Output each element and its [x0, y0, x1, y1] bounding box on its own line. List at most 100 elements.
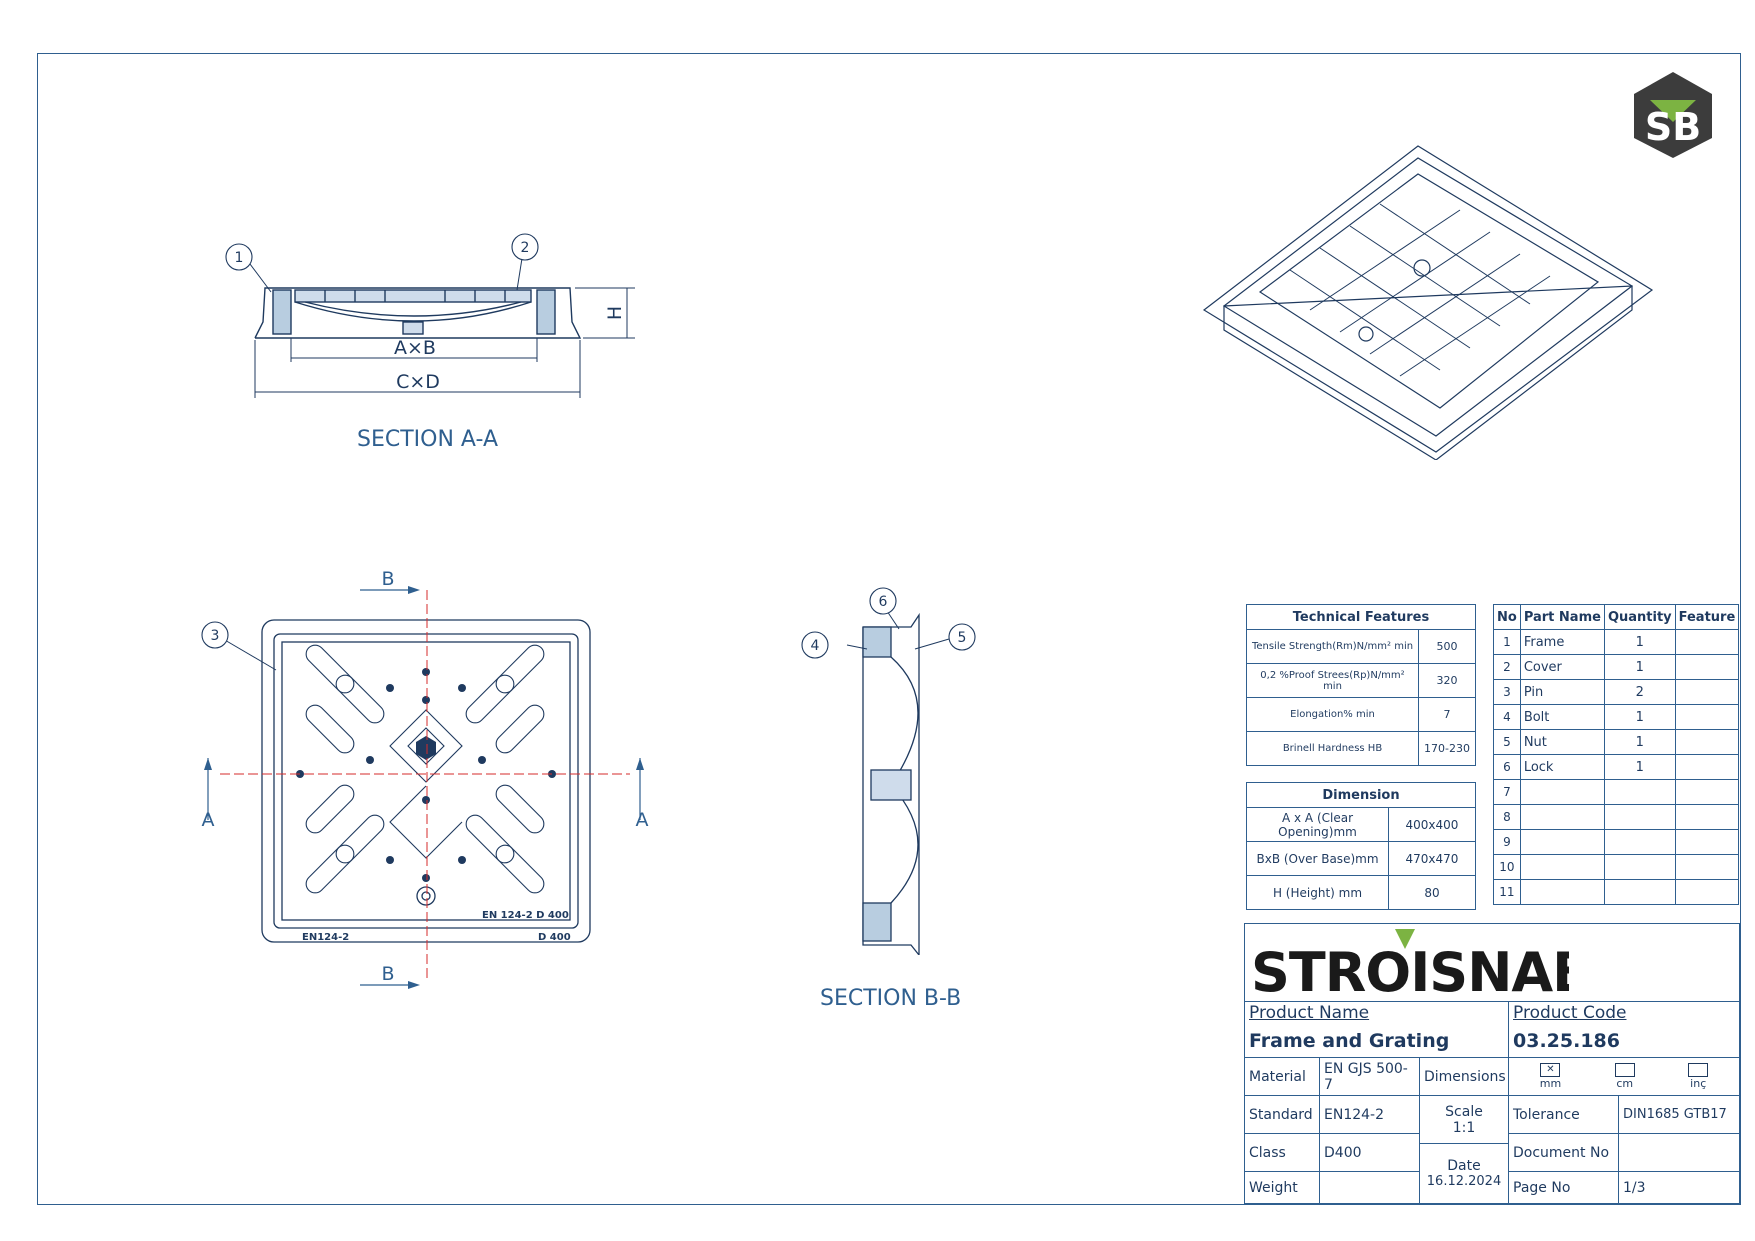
pl-qty: 1 [1603, 629, 1676, 655]
dimension-title: Dimension [1246, 782, 1476, 808]
pl-no: 1 [1493, 629, 1521, 655]
pl-qty: 1 [1603, 729, 1676, 755]
page-no-value: 1/3 [1619, 1172, 1740, 1204]
pl-qty: 1 [1603, 654, 1676, 680]
dim-axb-label: A×B [394, 337, 436, 359]
pl-name: Pin [1519, 679, 1605, 705]
tf-label: Elongation% min [1246, 697, 1419, 732]
pl-qty [1603, 879, 1676, 905]
balloon-2: 2 [521, 240, 530, 256]
pl-no: 5 [1493, 729, 1521, 755]
table-row: 11 [1493, 879, 1740, 905]
pl-feature [1674, 829, 1740, 855]
sb-logo-icon: SB [1634, 72, 1712, 158]
section-a-a-title: SECTION A-A [357, 427, 498, 452]
unit-mm: ✕mm [1540, 1063, 1561, 1090]
class-value: D400 [1320, 1134, 1420, 1172]
product-code-label: Product Code [1509, 1002, 1740, 1024]
drawing-border [37, 53, 1741, 1205]
unit-selector: ✕mm cm inç [1509, 1058, 1740, 1096]
technical-features-title: Technical Features [1246, 604, 1476, 630]
pl-header-name: Part Name [1519, 604, 1605, 630]
table-row: 10 [1493, 854, 1740, 880]
pl-qty: 2 [1603, 679, 1676, 705]
section-a-a-drawing: A×B C×D H 1 2 [225, 233, 635, 398]
pl-qty [1603, 804, 1676, 830]
pl-name [1519, 829, 1605, 855]
pl-header-no: No [1493, 604, 1521, 630]
pl-qty [1603, 854, 1676, 880]
title-block: STROISNAB Product Name Frame and Grating… [1244, 923, 1741, 1205]
dimensions-label: Dimensions [1420, 1058, 1509, 1096]
marking-cover: EN 124-2 D 400 [482, 910, 569, 921]
marking-standard: EN124-2 [302, 932, 349, 943]
balloon-1: 1 [235, 250, 244, 266]
cut-a-left-label: A [202, 809, 215, 831]
pl-feature [1674, 704, 1740, 730]
pl-no: 6 [1493, 754, 1521, 780]
pl-name [1519, 804, 1605, 830]
dim-label: BxB (Over Base)mm [1246, 841, 1389, 876]
tf-label: 0,2 %Proof Strees(Rp)N/mm² min [1246, 663, 1419, 698]
material-value: EN GJS 500-7 [1320, 1058, 1420, 1096]
pl-feature [1674, 854, 1740, 880]
pl-feature [1674, 879, 1740, 905]
balloon-4: 4 [811, 638, 820, 654]
isometric-view-drawing [1202, 145, 1654, 460]
balloon-5: 5 [958, 630, 967, 646]
page-no-label: Page No [1509, 1172, 1619, 1204]
standard-label: Standard [1245, 1096, 1320, 1134]
pl-feature [1674, 629, 1740, 655]
tf-label: Brinell Hardness HB [1246, 731, 1419, 766]
document-no-label: Document No [1509, 1134, 1619, 1172]
unit-cm-label: cm [1616, 1077, 1634, 1090]
section-b-b-title: SECTION B-B [820, 986, 962, 1011]
material-label: Material [1245, 1058, 1320, 1096]
balloon-6: 6 [879, 594, 888, 610]
tf-label: Tensile Strength(Rm)N/mm² min [1246, 629, 1419, 664]
dim-label: A x A (Clear Opening)mm [1246, 807, 1389, 842]
pl-qty [1603, 779, 1676, 805]
pl-name: Frame [1519, 629, 1605, 655]
pl-qty [1603, 829, 1676, 855]
unit-inch: inç [1688, 1063, 1709, 1090]
plan-view-drawing: B B A A 3 EN124-2 D 400 EN 124-2 D 400 [201, 568, 649, 989]
pl-name [1519, 854, 1605, 880]
pl-qty: 1 [1603, 754, 1676, 780]
weight-label: Weight [1245, 1172, 1320, 1204]
checked-box-icon: ✕ [1540, 1063, 1561, 1077]
pl-feature [1674, 654, 1740, 680]
pl-no: 10 [1493, 854, 1521, 880]
product-name-label: Product Name [1245, 1002, 1509, 1024]
dim-label: H (Height) mm [1246, 875, 1389, 910]
cut-b-top-label: B [381, 568, 394, 590]
table-row: 7 [1493, 779, 1740, 805]
pl-name: Bolt [1519, 704, 1605, 730]
pl-name [1519, 879, 1605, 905]
dim-h-label: H [604, 306, 626, 320]
weight-value [1320, 1172, 1420, 1204]
tf-value: 7 [1418, 697, 1476, 732]
pl-no: 3 [1493, 679, 1521, 705]
pl-name: Cover [1519, 654, 1605, 680]
pl-qty: 1 [1603, 704, 1676, 730]
table-row: 9 [1493, 829, 1740, 855]
document-no-value [1619, 1134, 1740, 1172]
pl-header-feature: Feature [1674, 604, 1740, 630]
checkbox-icon [1614, 1063, 1635, 1077]
dim-cxd-label: C×D [396, 371, 440, 393]
product-code-value: 03.25.186 [1509, 1024, 1740, 1058]
pl-name: Nut [1519, 729, 1605, 755]
table-row: 8 [1493, 804, 1740, 830]
pl-feature [1674, 754, 1740, 780]
scale-label: Scale [1445, 1103, 1483, 1120]
dim-value: 80 [1388, 875, 1476, 910]
pl-no: 7 [1493, 779, 1521, 805]
cut-a-right-label: A [636, 809, 649, 831]
pl-feature [1674, 679, 1740, 705]
